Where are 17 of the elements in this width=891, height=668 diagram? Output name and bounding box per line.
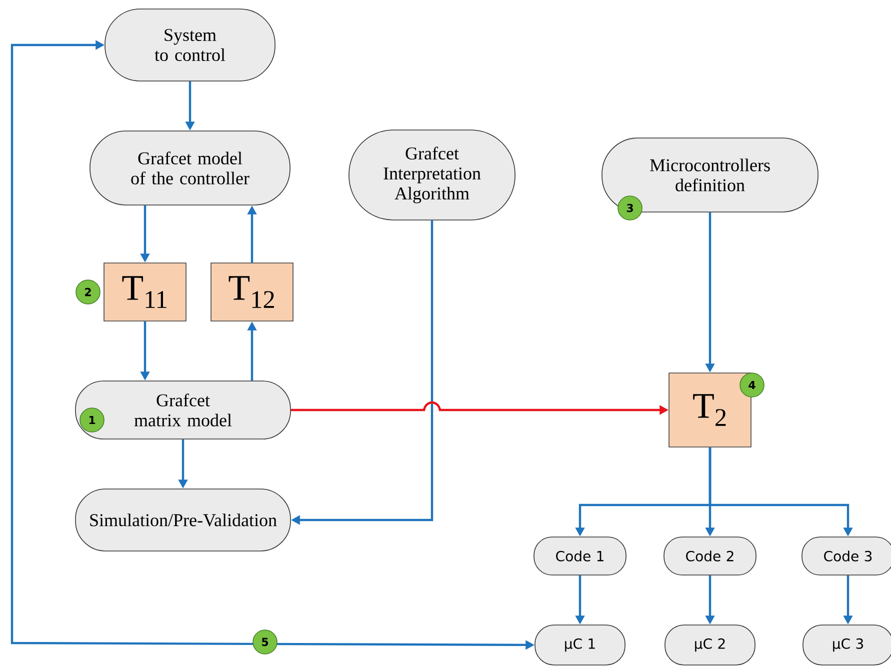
terminal-box: Code 3 — [802, 536, 891, 576]
terminal-box: Grafcet Interpretation Algorithm — [348, 130, 516, 220]
callout-number: 4 — [740, 372, 764, 398]
callout-number: 1 — [80, 408, 104, 432]
transform-box: T$_{11}$ — [104, 262, 186, 322]
terminal-box: Grafcet model of the controller — [90, 130, 290, 206]
callout-number: 2 — [76, 280, 100, 304]
transform-box: T$_{12}$ — [210, 262, 294, 322]
terminal-box: μC 3 — [802, 624, 891, 666]
terminal-box: μC 1 — [534, 624, 626, 666]
terminal-box: Code 1 — [534, 536, 626, 576]
terminal-box: Simulation/Pre-Validation — [75, 488, 291, 552]
callout-number: 5 — [252, 630, 278, 654]
terminal-box: μC 2 — [664, 624, 756, 666]
terminal-box: Code 2 — [664, 536, 756, 576]
callout-number: 3 — [618, 196, 642, 220]
terminal-box: System to control — [104, 8, 276, 82]
